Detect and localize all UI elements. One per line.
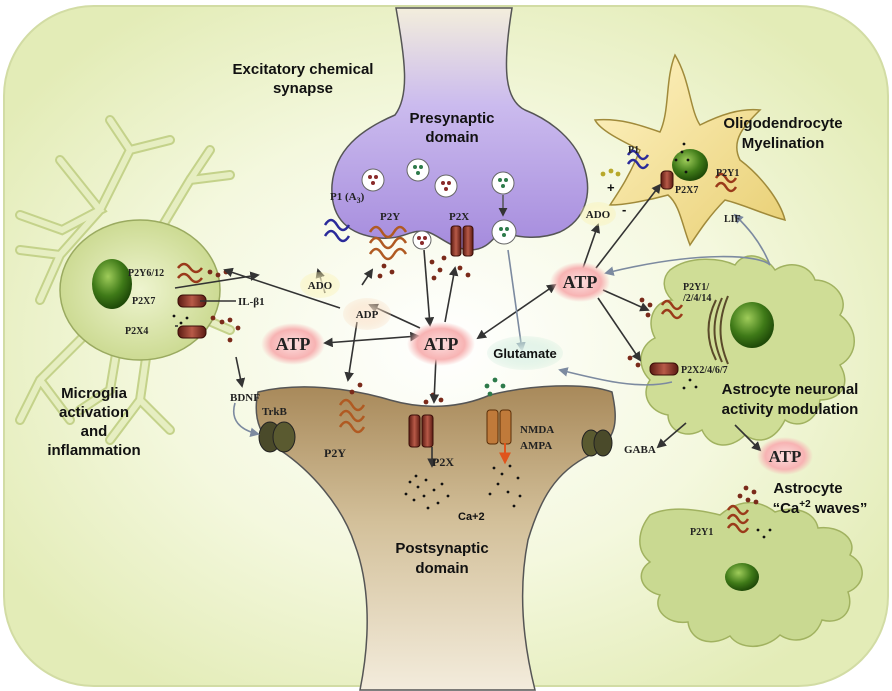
label-microglia-line3: and: [81, 423, 108, 440]
label-p2x-post: P2X: [432, 455, 454, 469]
label-p2y1-lower: P2Y1: [690, 527, 713, 538]
label-ampa: AMPA: [520, 440, 552, 452]
p2y6-12-microglia-receptor: [177, 262, 203, 284]
label-p2y6-12: P2Y6/12: [128, 268, 164, 279]
label-excitatory-synapse-line2: synapse: [273, 80, 333, 97]
label-astrocyte-modulation-line2: activity modulation: [722, 401, 859, 418]
vesicle: [434, 174, 458, 198]
p2y1-oligodendrocyte-receptor: [714, 172, 738, 193]
ado-left-glow: [300, 272, 340, 298]
p2x-presynaptic-channel: [450, 225, 474, 257]
label-p2y1-astro-line2: /2/4/14: [682, 293, 711, 304]
endoplasmic-reticulum-icon: [707, 295, 729, 365]
label-minus: -: [622, 202, 626, 217]
glutamate-molecules: [484, 377, 506, 397]
label-trkb: TrkB: [262, 406, 288, 418]
p2x4-microglia-channel: [177, 325, 207, 339]
label-p1-a3: P1 (A3): [330, 191, 365, 205]
astro-waves-sup: +2: [799, 499, 811, 510]
label-ca2: Ca+2: [458, 511, 485, 523]
p2y-postsynaptic-receptor: [338, 398, 366, 434]
label-gaba: GABA: [624, 444, 656, 456]
synaptic-vesicles: [361, 158, 517, 250]
astrocyte-nucleus: [730, 302, 774, 348]
label-glutamate: Glutamate: [493, 346, 557, 361]
adp-glow: [343, 298, 391, 330]
microglia-nucleus: [92, 259, 132, 309]
label-p2y-pre: P2Y: [380, 211, 400, 223]
label-microglia-line1: Microglia: [61, 385, 128, 402]
label-p2x7-oligo: P2X7: [675, 185, 698, 196]
p1-presynaptic-receptor: [323, 218, 351, 243]
atp-right-glow: [550, 262, 610, 302]
p2y1-lower-astrocyte-receptor: [726, 504, 750, 534]
label-astrocyte-waves-line2: “Ca+2 waves”: [773, 499, 868, 517]
microglia-cell: [15, 115, 235, 445]
atp-center-glow: [407, 322, 475, 366]
p1-oligodendrocyte-receptor: [626, 149, 650, 170]
label-ado-left: ADO: [308, 280, 333, 292]
label-nmda: NMDA: [520, 424, 554, 436]
ado-right-glow: [580, 202, 616, 226]
label-ado-right: ADO: [586, 209, 611, 221]
vesicle: [361, 168, 385, 192]
label-microglia-line2: activation: [59, 404, 129, 421]
astrocyte-modulation-cell: [640, 255, 855, 446]
vesicle: [412, 230, 432, 250]
label-atp-center: ATP: [424, 334, 459, 354]
p2y-presynaptic-receptor: [368, 225, 408, 261]
p1-a3-sub: 3: [357, 196, 361, 205]
label-p2x-astro: P2X2/4/6/7: [681, 365, 728, 376]
label-p2x7-micro: P2X7: [132, 296, 155, 307]
label-astrocyte-waves-line1: Astrocyte: [773, 480, 842, 497]
label-oligodendrocyte-line1: Oligodendrocyte: [723, 115, 842, 132]
astrocyte-lower-nucleus: [725, 563, 759, 591]
label-atp-right: ATP: [563, 272, 598, 292]
p2x-postsynaptic-channel: [408, 414, 434, 448]
label-atp-left: ATP: [276, 334, 311, 354]
label-p2y1-astro-line1: P2Y1/: [683, 282, 709, 293]
oligodendrocyte-nucleus: [672, 149, 708, 181]
label-p1-oligo: P1: [628, 145, 639, 156]
label-oligodendrocyte-line2: Myelination: [742, 135, 825, 152]
glutamate-glow: [487, 336, 563, 370]
label-lif: LIF: [724, 214, 741, 225]
postsynaptic-terminal: [255, 385, 616, 691]
label-p2y-post: P2Y: [324, 446, 346, 460]
vesicle: [491, 171, 515, 195]
label-p2x-pre: P2X: [449, 211, 469, 223]
label-excitatory-synapse-line1: Excitatory chemical: [233, 61, 374, 78]
feedback-arrows: [233, 213, 771, 438]
astro-waves-ca: “Ca: [773, 500, 800, 517]
atp-left-glow: [261, 323, 325, 365]
p2x-astrocyte-channel: [649, 362, 679, 376]
label-postsynaptic-line2: domain: [415, 560, 468, 577]
label-adp: ADP: [356, 309, 379, 321]
vesicle: [406, 158, 430, 182]
atp-lower-right-glow: [757, 437, 813, 475]
label-p2x4: P2X4: [125, 326, 148, 337]
adenosine-molecules: [600, 168, 621, 177]
atp-molecules: [207, 255, 759, 505]
trkb-receptor: [258, 421, 296, 453]
astro-waves-tail: waves”: [811, 500, 868, 517]
p1-a3-close: ): [361, 191, 365, 203]
label-presynaptic-line1: Presynaptic: [409, 110, 494, 127]
p2x7-oligodendrocyte-channel: [660, 170, 674, 190]
label-il1: IL-β1: [238, 296, 265, 308]
label-postsynaptic-line1: Postsynaptic: [395, 540, 488, 557]
label-p2y1-oligo: P2Y1: [716, 168, 739, 179]
label-microglia-line4: inflammation: [47, 442, 140, 459]
label-plus: +: [607, 180, 615, 195]
p1-a3-main: P1 (A: [330, 191, 357, 203]
label-astrocyte-modulation-line1: Astrocyte neuronal: [722, 381, 859, 398]
vesicle: [491, 219, 517, 245]
label-atp-lower-right: ATP: [769, 447, 802, 466]
postsynaptic-right-receptor: [581, 429, 613, 457]
label-presynaptic-line2: domain: [425, 129, 478, 146]
p2y1-astrocyte-receptor: [660, 299, 684, 320]
label-bdnf: BDNF: [230, 392, 260, 404]
calcium-ions: [172, 142, 772, 539]
